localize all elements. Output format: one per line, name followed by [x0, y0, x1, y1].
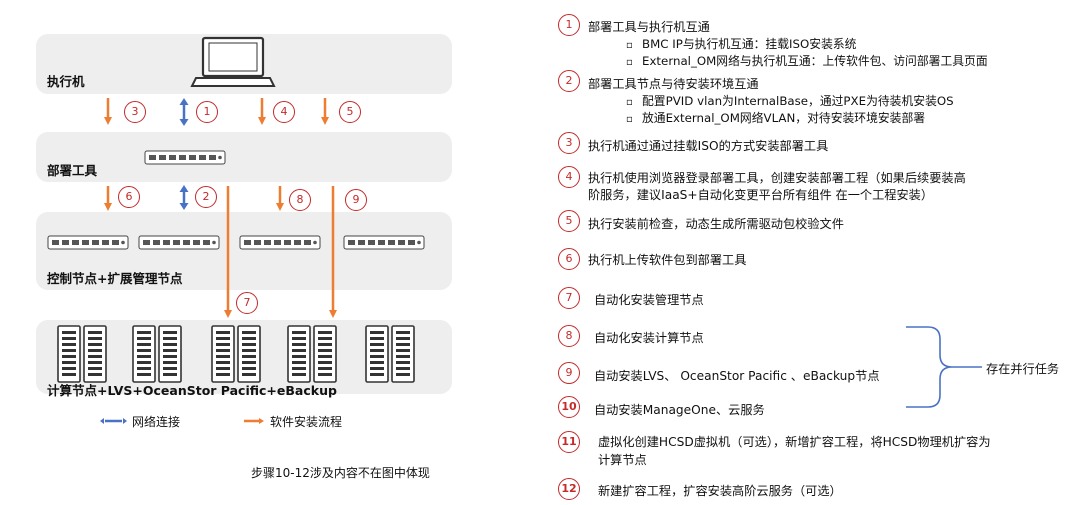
step-text-11: 虚拟化创建HCSD虚拟机（可选），新增扩容工程，将HCSD物理机扩容为: [598, 435, 991, 449]
step-number-11: 11: [558, 431, 580, 453]
step-2-sub-1: ▫配置PVID vlan为InternalBase，通过PXE为待装机安装OS: [626, 94, 954, 108]
control-node-layer: [36, 212, 452, 290]
legend-network-swatch: [100, 418, 127, 424]
rack-server-icon: [144, 150, 226, 165]
step-number-3: 3: [558, 132, 580, 154]
step-2-sub-2: ▫放通External_OM网络VLAN，对待安装环境安装部署: [626, 111, 926, 125]
step-text-8: 自动化安装计算节点: [594, 331, 704, 345]
step-text-11-line2: 计算节点: [598, 453, 647, 467]
rack-server-icon: [239, 235, 321, 250]
network-arrow-2: [179, 185, 189, 210]
arrow-step-2: 2: [195, 186, 217, 208]
step-text-4-line2: 阶服务，建议IaaS+自动化变更平台所有组件 在一个工程安装）: [588, 188, 934, 202]
arrow-step-5: 5: [339, 101, 361, 123]
step-text-5: 执行安装前检查，动态生成所需驱动包校验文件: [588, 217, 844, 231]
rack-server-icon: [47, 235, 129, 250]
parallel-bracket: [906, 326, 953, 408]
legend-software-label: 软件安装流程: [270, 415, 343, 429]
arrow-step-4: 4: [273, 101, 295, 123]
rack-server-icon: [343, 235, 425, 250]
network-arrow-1: [179, 98, 189, 126]
step-number-6: 6: [558, 248, 580, 270]
step-text-10: 自动安装ManageOne、云服务: [594, 403, 765, 417]
parallel-task-label: 存在并行任务: [986, 362, 1060, 376]
deploy-tool-layer: [36, 132, 452, 182]
step-text-4: 执行机使用浏览器登录部署工具，创建安装部署工程（如果后续要装高: [588, 171, 966, 185]
step-text-6: 执行机上传软件包到部署工具: [588, 253, 747, 267]
arrow-step-1: 1: [196, 101, 218, 123]
step-number-2: 2: [558, 70, 580, 92]
legend-software-swatch: [244, 418, 264, 424]
arrow-step-9: 9: [345, 189, 367, 211]
step-1-sub-1: ▫BMC IP与执行机互通：挂载ISO安装系统: [626, 37, 857, 51]
rack-server-icon: [138, 235, 220, 250]
step-text-9: 自动安装LVS、 OceanStor Pacific 、eBackup节点: [594, 369, 880, 383]
step-text-3: 执行机通过通过挂载ISO的方式安装部署工具: [588, 139, 829, 153]
tower-server-icon: [57, 325, 415, 383]
legend-network-label: 网络连接: [132, 415, 181, 429]
step-number-7: 7: [558, 287, 580, 309]
arrow-step-7: 7: [236, 292, 258, 314]
step-number-10: 10: [558, 396, 580, 418]
compute-node-label: 计算节点+LVS+OceanStor Pacific+eBackup: [47, 383, 337, 398]
step-number-1: 1: [558, 14, 580, 36]
executor-label: 执行机: [47, 74, 85, 89]
deploy-tool-label: 部署工具: [47, 163, 98, 178]
step-number-8: 8: [558, 325, 580, 347]
arrow-step-8: 8: [289, 189, 311, 211]
step-number-4: 4: [558, 166, 580, 188]
step-text-1: 部署工具与执行机互通: [588, 20, 710, 34]
step-number-9: 9: [558, 362, 580, 384]
step-number-5: 5: [558, 210, 580, 232]
footnote: 步骤10-12涉及内容不在图中体现: [251, 466, 430, 480]
step-text-2: 部署工具节点与待安装环境互通: [588, 77, 759, 91]
step-text-7: 自动化安装管理节点: [594, 293, 704, 307]
arrow-step-3: 3: [124, 101, 146, 123]
laptop-icon: [190, 36, 276, 87]
arrow-step-6: 6: [118, 186, 140, 208]
step-number-12: 12: [558, 478, 580, 500]
control-node-label: 控制节点+扩展管理节点: [47, 271, 183, 286]
step-text-12: 新建扩容工程，扩容安装高阶云服务（可选）: [598, 484, 842, 498]
step-1-sub-2: ▫External_OM网络与执行机互通：上传软件包、访问部署工具页面: [626, 54, 988, 68]
